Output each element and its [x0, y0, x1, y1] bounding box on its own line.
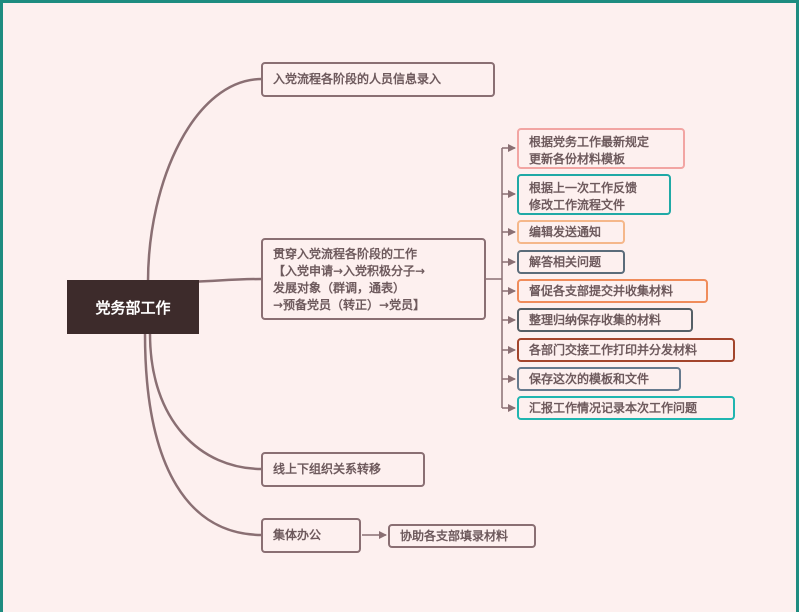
task-revise-process-line-2: 修改工作流程文件: [529, 198, 626, 212]
link-root-b1: [146, 77, 264, 284]
root-node[interactable]: 党务部工作: [67, 280, 199, 334]
task-save-templates[interactable]: 保存这次的模板和文件: [517, 367, 681, 391]
branch-party-process-line-3: 发展对象（群调，通表）: [273, 281, 406, 295]
branch-collective-office[interactable]: 集体办公: [261, 518, 361, 553]
branch-party-process-line-2: 【入党申请→入党积极分子→: [273, 264, 426, 278]
branch-party-process-line-1: 贯穿入党流程各阶段的工作: [273, 247, 418, 261]
task-update-templates-line-2: 更新各份材料模板: [529, 152, 626, 166]
branch-info-entry[interactable]: 入党流程各阶段的人员信息录入: [261, 62, 495, 97]
task-report-issues[interactable]: 汇报工作情况记录本次工作问题: [517, 396, 735, 420]
task-update-templates-line-1: 根据党务工作最新规定: [529, 135, 650, 149]
branch-party-process-line-4: →预备党员（转正）→党员】: [273, 298, 426, 312]
link-root-b4: [143, 332, 264, 537]
task-update-templates[interactable]: 根据党务工作最新规定 更新各份材料模板: [517, 128, 685, 169]
branch-collective-office-child[interactable]: 协助各支部填录材料: [388, 524, 536, 548]
task-revise-process[interactable]: 根据上一次工作反馈 修改工作流程文件: [517, 174, 671, 215]
branch-party-process[interactable]: 贯穿入党流程各阶段的工作 【入党申请→入党积极分子→ 发展对象（群调，通表） →…: [261, 238, 486, 320]
link-root-b3: [148, 332, 264, 471]
task-collect-materials[interactable]: 督促各支部提交并收集材料: [517, 279, 708, 303]
task-organize-materials[interactable]: 整理归纳保存收集的材料: [517, 308, 693, 332]
task-send-notice[interactable]: 编辑发送通知: [517, 220, 625, 244]
branch-org-transfer[interactable]: 线上下组织关系转移: [261, 452, 425, 487]
task-print-distribute[interactable]: 各部门交接工作打印并分发材料: [517, 338, 735, 362]
task-revise-process-line-1: 根据上一次工作反馈: [529, 181, 638, 195]
task-answer-questions[interactable]: 解答相关问题: [517, 250, 625, 274]
